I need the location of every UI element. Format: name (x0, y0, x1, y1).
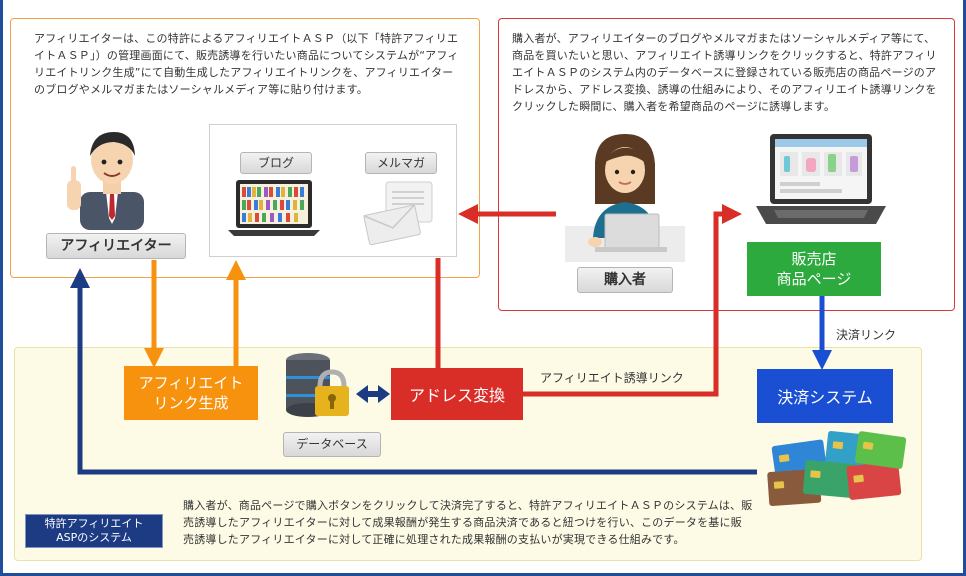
arrow-payment-to-affiliator (80, 278, 757, 472)
arrow-database-address (356, 385, 390, 403)
arrow-address-to-store (523, 214, 732, 394)
